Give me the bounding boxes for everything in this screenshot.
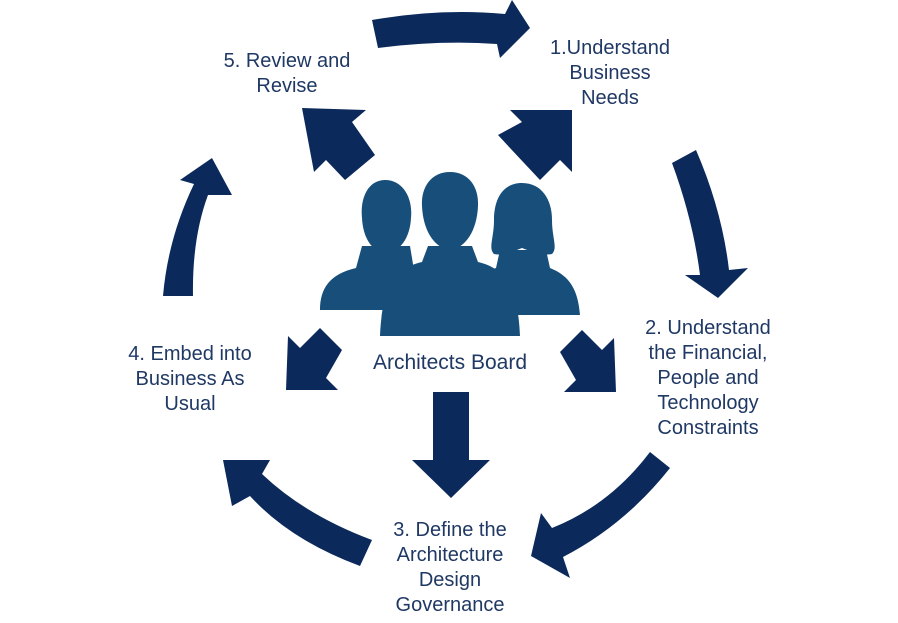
cycle-arrow-1-to-2 — [672, 150, 748, 298]
cycle-arrow-4-to-5 — [163, 158, 232, 296]
step-3-line: 3. Define the — [393, 519, 507, 541]
step-4-line: Usual — [164, 393, 216, 415]
step-2-line: the Financial, — [648, 342, 768, 364]
radial-arrow-to-2 — [560, 330, 616, 392]
step-4-line: Business As — [135, 368, 245, 390]
center-label: Architects Board — [372, 351, 528, 374]
step-2-line: 2. Understand — [645, 317, 771, 339]
step-3-line: Governance — [395, 594, 505, 616]
radial-arrow-to-4 — [286, 328, 342, 390]
step-4-line: 4. Embed into — [128, 343, 252, 365]
step-2-line: Constraints — [657, 417, 759, 439]
step-1-line: 1.Understand — [549, 37, 671, 59]
step-2-label: 2. Understand the Financial, People and … — [618, 316, 798, 441]
radial-arrow-to-1 — [498, 110, 572, 180]
step-5-line: Revise — [256, 75, 318, 97]
step-1-line: Needs — [581, 87, 639, 109]
step-1-label: 1.Understand Business Needs — [520, 36, 700, 111]
center-person-icon — [380, 172, 520, 336]
step-3-line: Design — [418, 569, 482, 591]
radial-arrow-to-5 — [302, 108, 375, 180]
cycle-arrow-2-to-3 — [531, 452, 670, 578]
step-1-line: Business — [569, 62, 651, 84]
step-2-line: Technology — [657, 392, 759, 414]
step-4-label: 4. Embed into Business As Usual — [100, 342, 280, 417]
step-5-line: 5. Review and — [223, 50, 351, 72]
step-5-label: 5. Review and Revise — [192, 49, 382, 99]
step-3-label: 3. Define the Architecture Design Govern… — [360, 518, 540, 618]
step-3-line: Architecture — [396, 544, 504, 566]
people-group-icon — [320, 172, 580, 336]
cycle-arrow-5-to-1 — [372, 0, 530, 58]
step-2-line: People and — [657, 367, 759, 389]
cycle-arrow-3-to-4 — [223, 460, 372, 566]
radial-arrow-to-3 — [412, 392, 490, 498]
